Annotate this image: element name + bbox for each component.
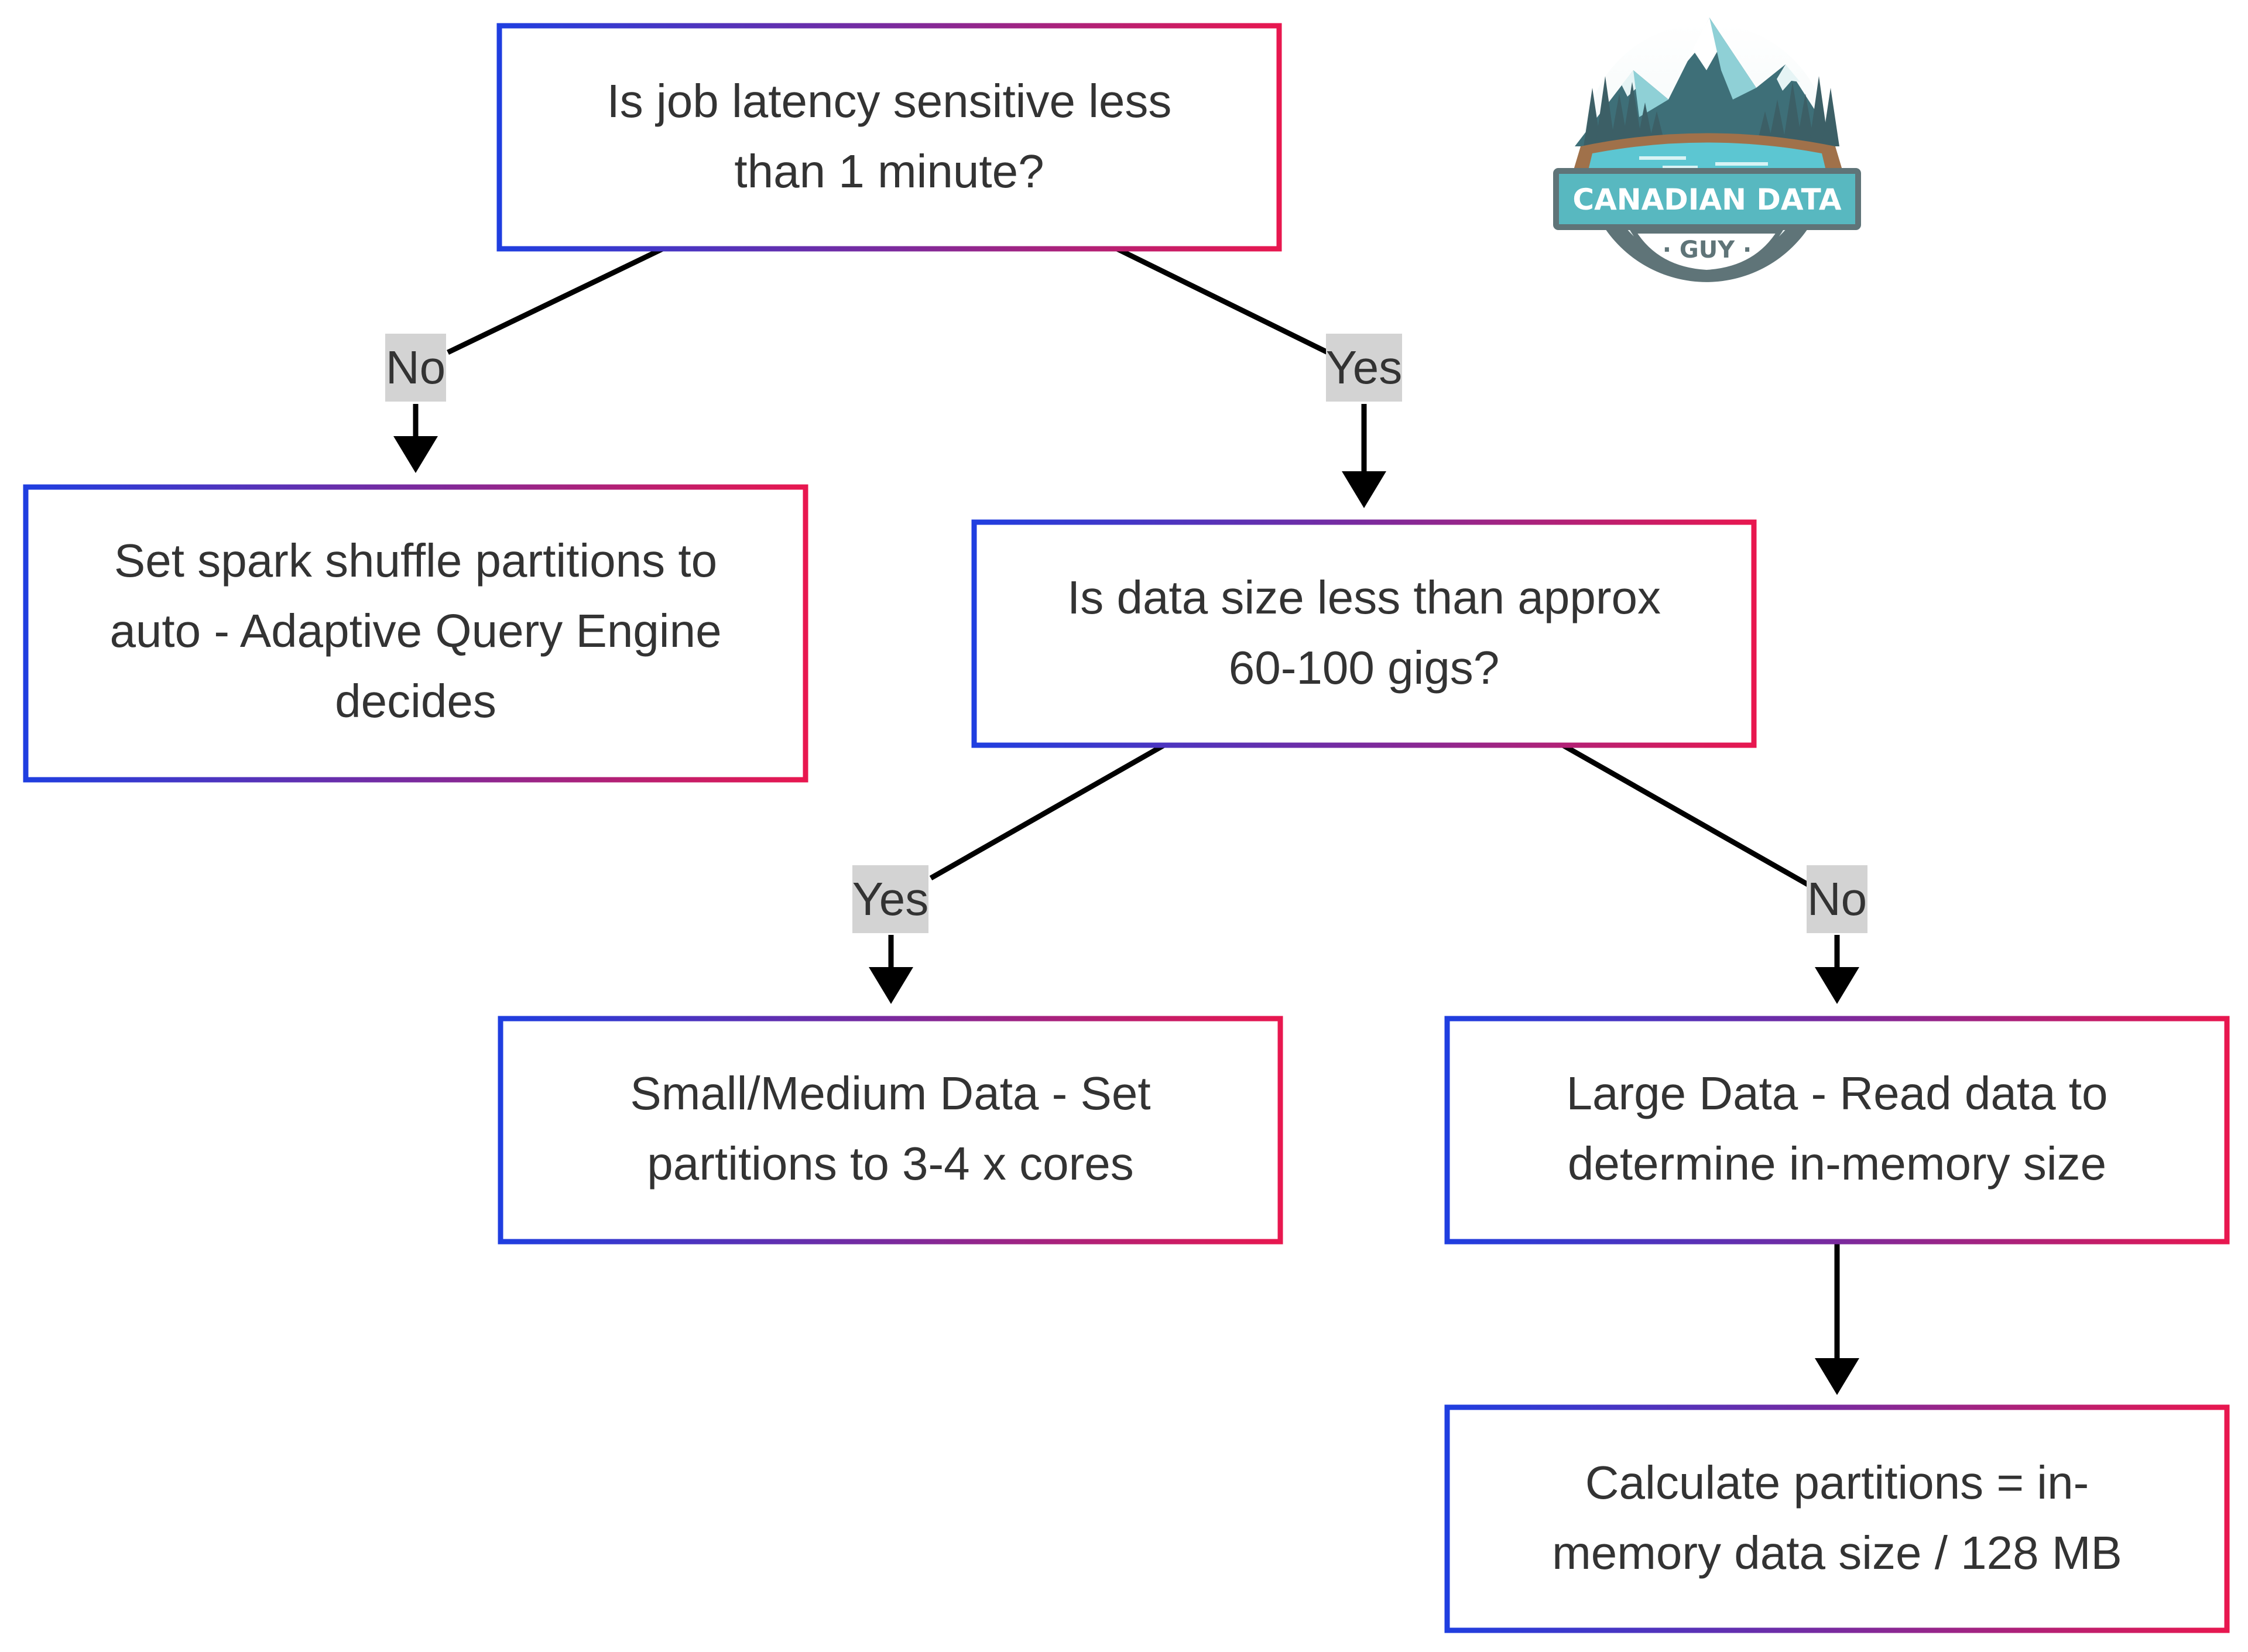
node-text-line: determine in-memory size	[1568, 1137, 2106, 1190]
canadian-data-guy-logo: CANADIAN DATA · GUY ·	[1553, 18, 1861, 282]
edge-label-latency-yes: Yes	[1326, 334, 1403, 402]
edge-label-latency-no: No	[385, 334, 446, 402]
node-text-line: Set spark shuffle partitions to	[114, 534, 717, 587]
node-text-line: partitions to 3-4 x cores	[647, 1137, 1133, 1190]
arrowhead-icon	[1342, 471, 1386, 508]
node-text-line: Large Data - Read data to	[1566, 1067, 2108, 1119]
node-text-line: Small/Medium Data - Set	[630, 1067, 1150, 1119]
edge-label-text: No	[386, 341, 446, 393]
node-text-line: memory data size / 128 MB	[1552, 1527, 2122, 1579]
node-text-line: 60-100 gigs?	[1229, 642, 1500, 694]
logo-banner-icon	[1553, 168, 1861, 230]
node-text-line: Calculate partitions = in-	[1585, 1456, 2089, 1509]
node-text-line: auto - Adaptive Query Engine	[109, 605, 721, 657]
mountain-snow-icon	[1685, 18, 1733, 70]
edge-line-latency-no	[447, 246, 664, 355]
pine-trees-icon	[1584, 76, 1666, 146]
node-text-line: decides	[335, 675, 496, 727]
node-calculate: Calculate partitions = in- memory data s…	[1444, 1404, 2230, 1633]
logo-badge-bottom-icon	[1601, 222, 1812, 282]
mountain-snow-icon	[1622, 70, 1648, 97]
arrowhead-icon	[1815, 1358, 1859, 1395]
edge-label-text: Yes	[1326, 341, 1403, 393]
edge-label-text: Yes	[852, 873, 929, 925]
arrowhead-icon	[393, 436, 438, 473]
mountain-facet-icon	[1633, 70, 1668, 117]
logo-text-line2: · GUY ·	[1663, 237, 1752, 263]
edge-label-size-yes: Yes	[852, 865, 929, 933]
edge-label-size-no: No	[1807, 865, 1867, 933]
mountain-facet-icon	[1709, 18, 1756, 100]
edge-line-size-yes	[929, 742, 1167, 880]
node-small-medium: Small/Medium Data - Set partitions to 3-…	[498, 1016, 1283, 1245]
arrowhead-icon	[869, 967, 913, 1004]
node-data-size-question: Is data size less than approx 60-100 gig…	[971, 519, 1757, 748]
logo-guy-plate	[1629, 229, 1784, 275]
node-text-line: than 1 minute?	[734, 145, 1044, 197]
edges	[393, 246, 1859, 1395]
arrowhead-icon	[1815, 967, 1859, 1004]
node-auto-partitions: Set spark shuffle partitions to auto - A…	[23, 484, 808, 783]
node-large-data: Large Data - Read data to determine in-m…	[1444, 1016, 2230, 1245]
node-text-line: Is data size less than approx	[1067, 571, 1661, 623]
edge-line-size-no	[1560, 742, 1811, 887]
edge-line-latency-yes	[1116, 246, 1329, 355]
lake-ripple-icon	[1639, 156, 1768, 169]
node-text-line: Is job latency sensitive less	[607, 75, 1172, 127]
mountain-snow-icon	[1777, 64, 1800, 91]
logo-text-line1: CANADIAN DATA	[1572, 183, 1842, 217]
node-latency-question: Is job latency sensitive less than 1 min…	[496, 23, 1282, 252]
edge-label-text: No	[1807, 873, 1867, 925]
pine-trees-icon	[1756, 76, 1839, 146]
